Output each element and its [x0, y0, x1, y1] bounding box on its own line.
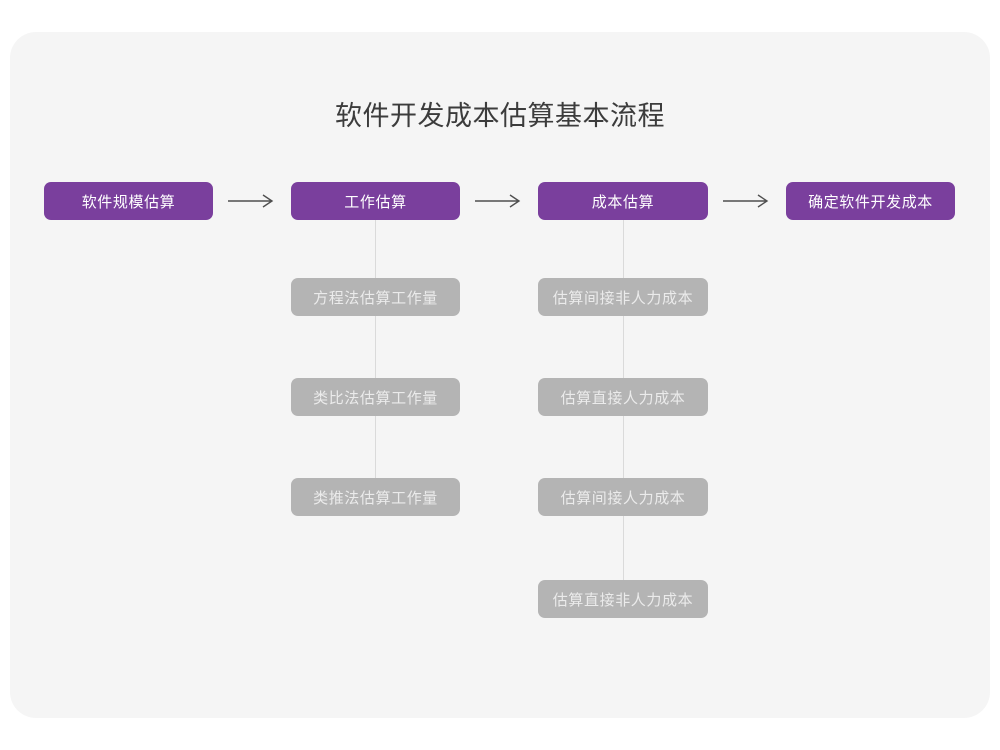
flow-node-software-size-estimation[interactable]: 软件规模估算 — [44, 182, 213, 220]
flow-node-work-estimation[interactable]: 工作估算 — [291, 182, 460, 220]
arrow-right-icon-2 — [474, 192, 526, 210]
branch-node-direct-non-labor-cost[interactable]: 估算直接非人力成本 — [538, 580, 708, 618]
connector-line-cost-estimation — [623, 220, 624, 618]
arrow-right-icon-1 — [227, 192, 279, 210]
branch-node-equation-method-effort[interactable]: 方程法估算工作量 — [291, 278, 460, 316]
branch-node-direct-labor-cost[interactable]: 估算直接人力成本 — [538, 378, 708, 416]
diagram-card — [10, 32, 990, 718]
branch-node-indirect-labor-cost[interactable]: 估算间接人力成本 — [538, 478, 708, 516]
arrow-right-icon-3 — [722, 192, 774, 210]
page-title: 软件开发成本估算基本流程 — [335, 101, 665, 131]
flow-node-cost-estimation[interactable]: 成本估算 — [538, 182, 708, 220]
branch-node-analogy-method-effort[interactable]: 类比法估算工作量 — [291, 378, 460, 416]
branch-node-indirect-non-labor-cost[interactable]: 估算间接非人力成本 — [538, 278, 708, 316]
branch-node-inference-method-effort[interactable]: 类推法估算工作量 — [291, 478, 460, 516]
connector-line-work-estimation — [375, 220, 376, 516]
flow-node-determine-development-cost[interactable]: 确定软件开发成本 — [786, 182, 955, 220]
